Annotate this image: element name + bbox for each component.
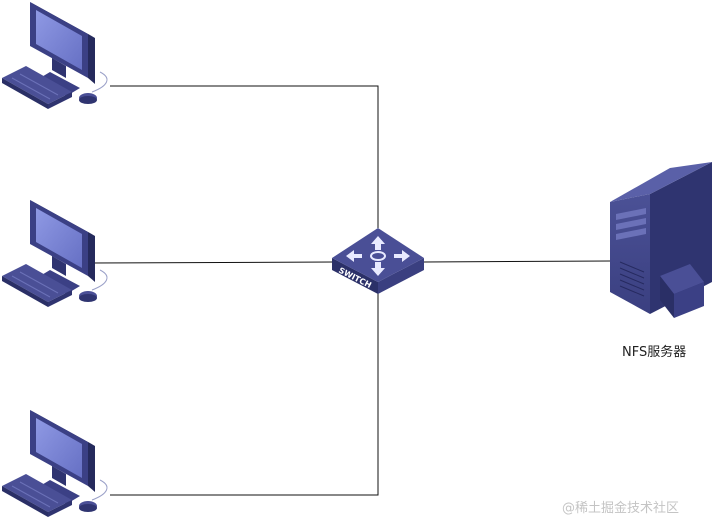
client-computer-1 [1,1,108,110]
nfs-server: NFS服务器 [610,162,712,360]
link-client-1 [110,85,379,228]
link-client-3 [110,292,379,496]
computer-icon [1,1,108,110]
link-client-2 [89,261,335,264]
network-links [89,85,611,496]
watermark: @稀土掘金技术社区 [562,501,680,516]
client-computer-2 [1,199,108,308]
computer-icon [1,409,108,518]
network-switch: SWITCH [332,228,424,294]
server-label: NFS服务器 [622,344,686,360]
switch-arrows-icon [346,236,410,276]
computer-icon [1,199,108,308]
client-computer-3 [1,409,108,518]
link-server [423,260,611,263]
